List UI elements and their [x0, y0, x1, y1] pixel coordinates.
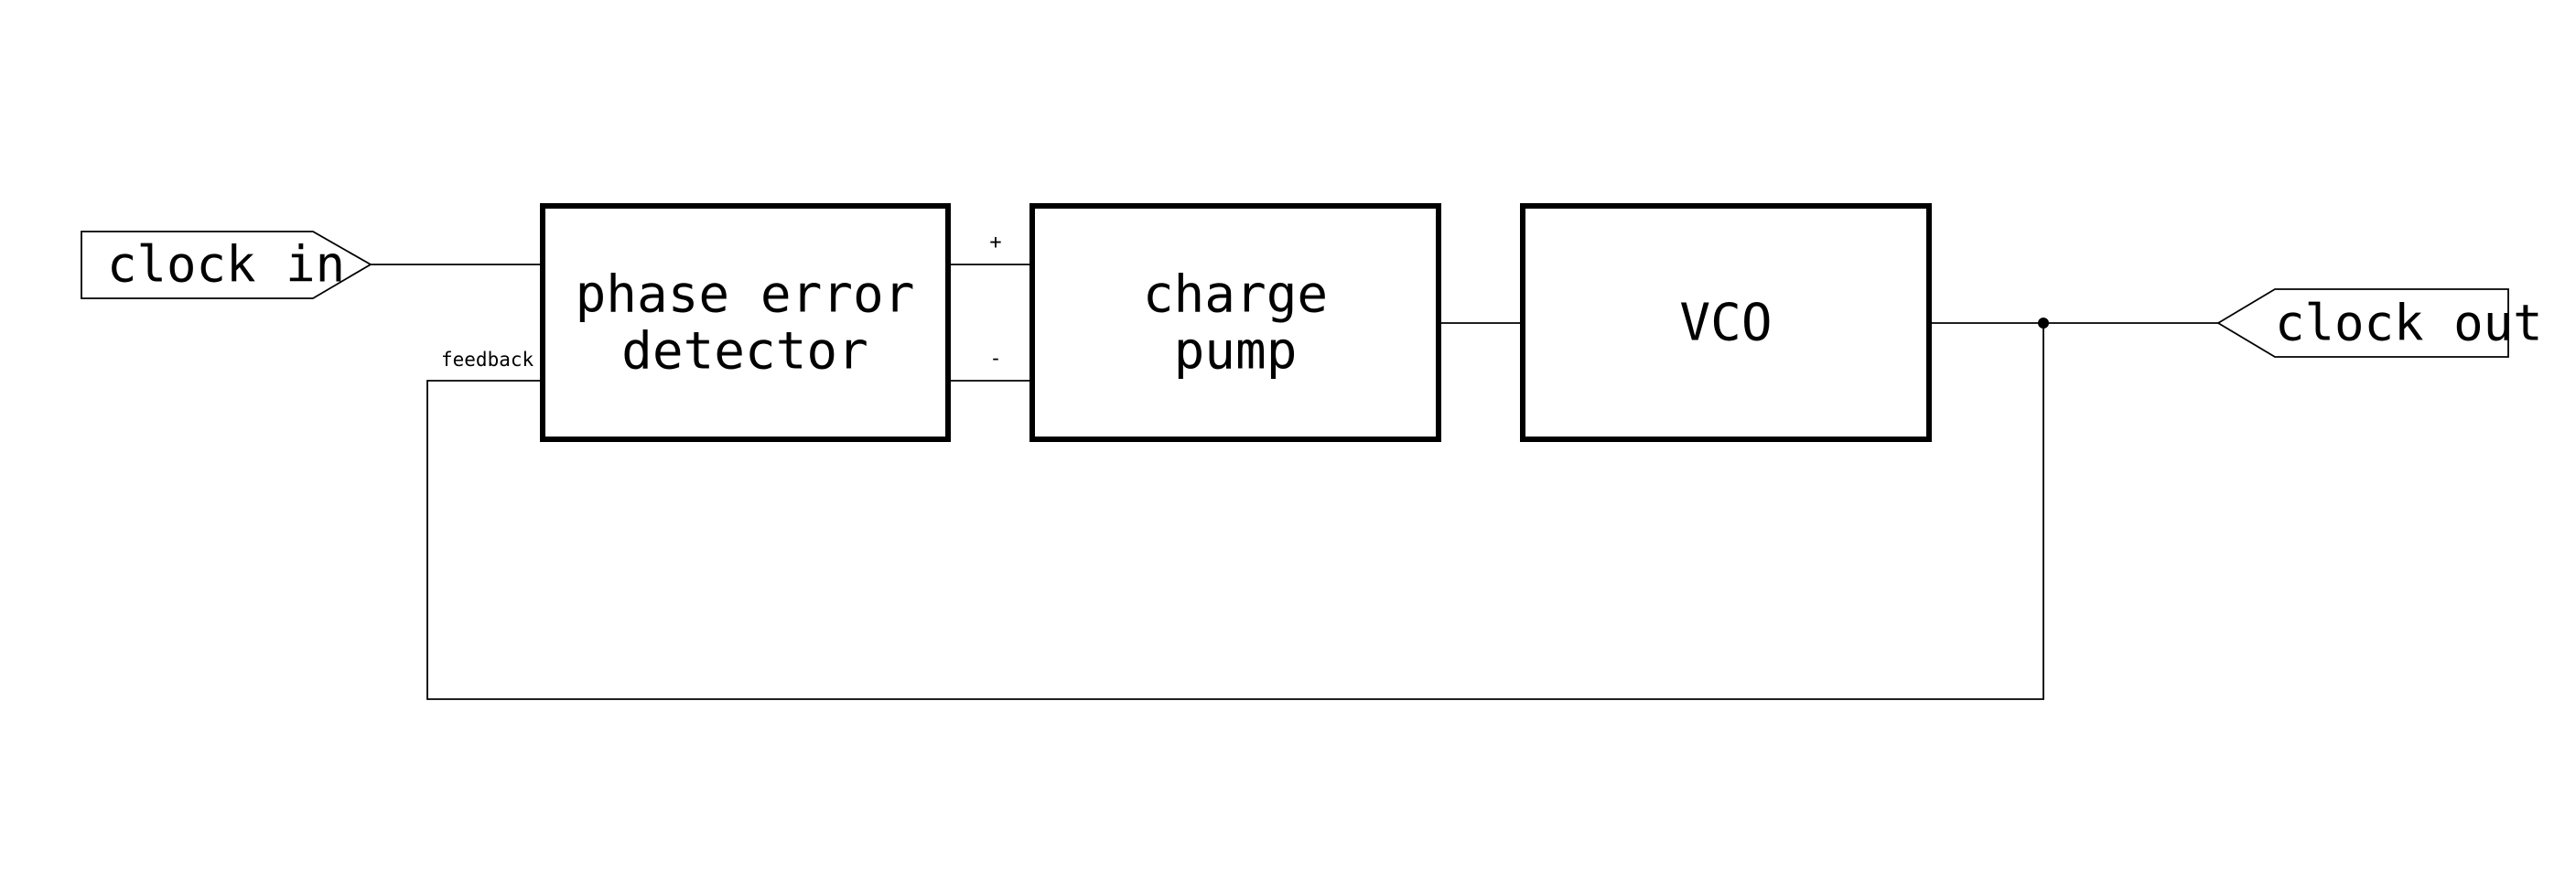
clock-in-port-shape	[81, 231, 372, 299]
clock-out-port: clock out	[2216, 288, 2543, 358]
feedback-wire	[426, 323, 2044, 700]
phase-error-detector-box	[540, 203, 951, 442]
phase-error-detector-block: phase error detector	[540, 203, 951, 442]
charge-pump-label-line1: charge	[1143, 265, 1328, 325]
plus-sign-label: +	[989, 232, 1001, 254]
clock-out-port-shape	[2216, 288, 2509, 358]
charge-pump-label-line2: pump	[1174, 322, 1298, 382]
charge-pump-box	[1029, 203, 1441, 442]
feedback-label: feedback	[441, 349, 534, 371]
charge-pump-block: charge pump	[1029, 203, 1441, 442]
clock-in-label: clock in	[107, 236, 345, 294]
vco-label: VCO	[1679, 294, 1772, 353]
phase-error-detector-label-line1: phase error	[576, 265, 915, 325]
clock-out-label: clock out	[2275, 295, 2543, 352]
clock-in-port: clock in	[81, 231, 372, 299]
vco-box	[1520, 203, 1932, 442]
minus-sign-label: -	[989, 348, 1001, 371]
phase-error-detector-label-line2: detector	[621, 322, 868, 382]
vco-block: VCO	[1520, 203, 1932, 442]
junction-dot	[2038, 318, 2049, 329]
